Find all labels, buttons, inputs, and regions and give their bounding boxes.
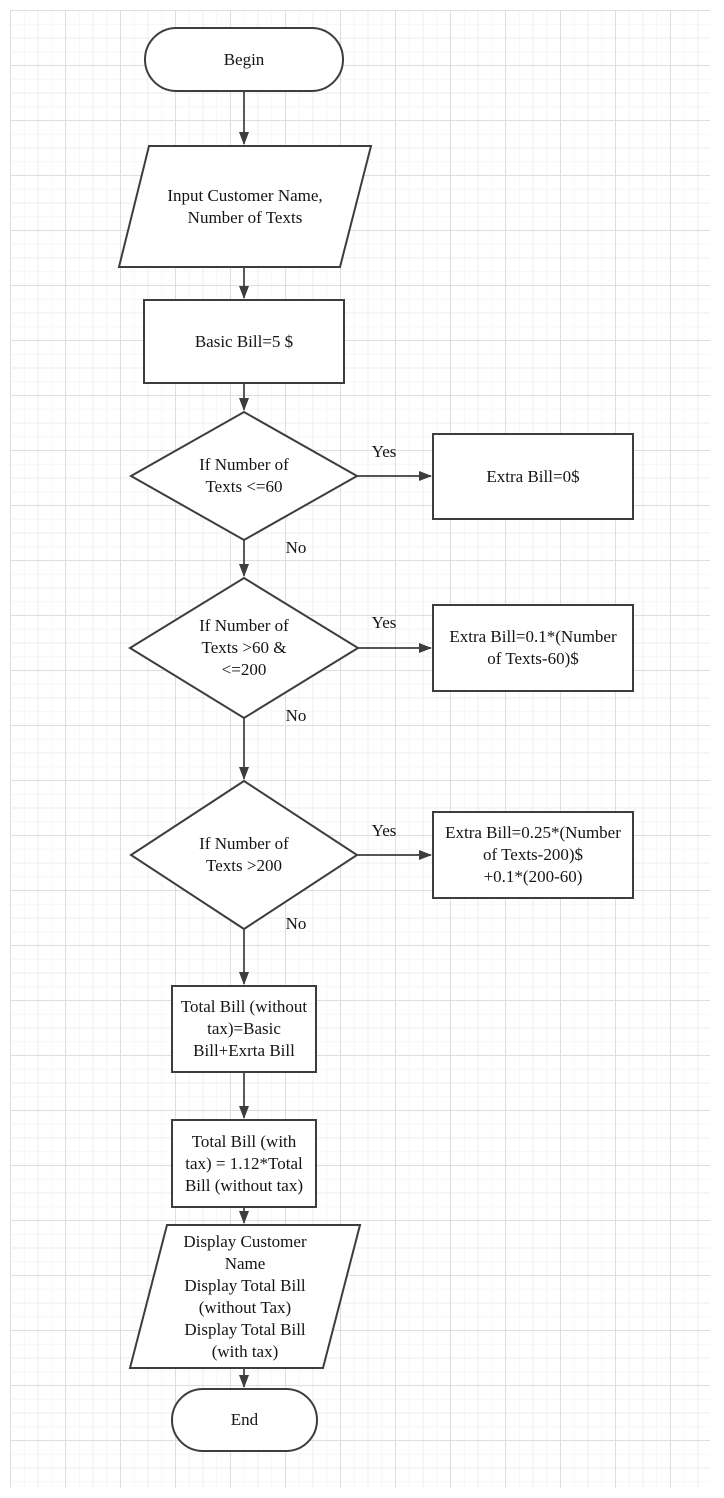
- check-high-label: If Number of Texts >200: [199, 834, 289, 875]
- check-high-no-edge-label: No: [285, 914, 307, 933]
- display-results-label: Display Customer Name Display Total Bill…: [183, 1231, 307, 1361]
- node-extra-zero-process[interactable]: [432, 433, 634, 520]
- extra-mid-label: Extra Bill=0.1*(Number of Texts-60)$: [449, 627, 617, 668]
- node-end-terminator[interactable]: [171, 1388, 318, 1452]
- check-mid-label: If Number of Texts >60 & <=200: [199, 616, 289, 679]
- basic-bill-label: Basic Bill=5 $: [194, 331, 294, 351]
- check-low-no-edge-label: No: [285, 538, 307, 557]
- check-mid-no-edge-label: No: [285, 706, 307, 725]
- total-with-tax-label: Total Bill (with tax) = 1.12*Total Bill …: [184, 1131, 304, 1195]
- end-label: End: [230, 1410, 259, 1429]
- node-display-parallelogram[interactable]: [128, 1224, 362, 1369]
- begin-label: Begin: [223, 49, 265, 69]
- node-total-without-tax-process[interactable]: [171, 985, 317, 1073]
- node-extra-high-process[interactable]: [432, 811, 634, 899]
- check-low-yes-edge-label: Yes: [371, 442, 397, 461]
- check-mid-yes-edge-label: Yes: [371, 613, 397, 632]
- extra-high-label: Extra Bill=0.25*(Number of Texts-200)$ +…: [445, 823, 621, 886]
- total-without-tax-label: Total Bill (without tax)=Basic Bill+Exrt…: [180, 997, 308, 1060]
- node-check-low-decision[interactable]: [128, 410, 360, 542]
- node-check-mid-decision[interactable]: [128, 576, 360, 720]
- node-extra-mid-process[interactable]: [432, 604, 634, 692]
- extra-zero-label: Extra Bill=0$: [486, 466, 580, 486]
- check-low-label: If Number of Texts <=60: [199, 455, 289, 496]
- node-begin-terminator[interactable]: [144, 27, 344, 92]
- input-customer-label: Input Customer Name, Number of Texts: [167, 185, 323, 227]
- node-check-high-decision[interactable]: [129, 779, 359, 931]
- node-total-with-tax-process[interactable]: [171, 1119, 317, 1208]
- node-basic-bill-process[interactable]: [143, 299, 345, 384]
- check-high-yes-edge-label: Yes: [371, 821, 397, 840]
- node-input-parallelogram[interactable]: [117, 145, 373, 268]
